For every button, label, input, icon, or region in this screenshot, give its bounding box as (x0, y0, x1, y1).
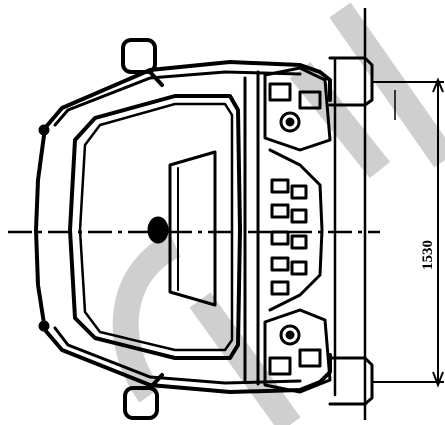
vehicle-outline (34, 38, 374, 420)
body-outline (34, 60, 332, 394)
windshield (68, 94, 242, 360)
steering-hub (147, 216, 169, 244)
dimension-label: 1530 (420, 240, 436, 270)
dashboard (168, 150, 217, 307)
corner-marker-top (38, 124, 50, 136)
dimension-annotation (363, 8, 444, 420)
corner-marker-bottom (38, 320, 50, 332)
mirror-top (121, 38, 157, 74)
mirror-bottom (123, 386, 159, 420)
headlight-bottom (263, 308, 332, 394)
headlight-top (263, 66, 332, 152)
grille (268, 148, 324, 312)
grille-slots (270, 178, 308, 296)
